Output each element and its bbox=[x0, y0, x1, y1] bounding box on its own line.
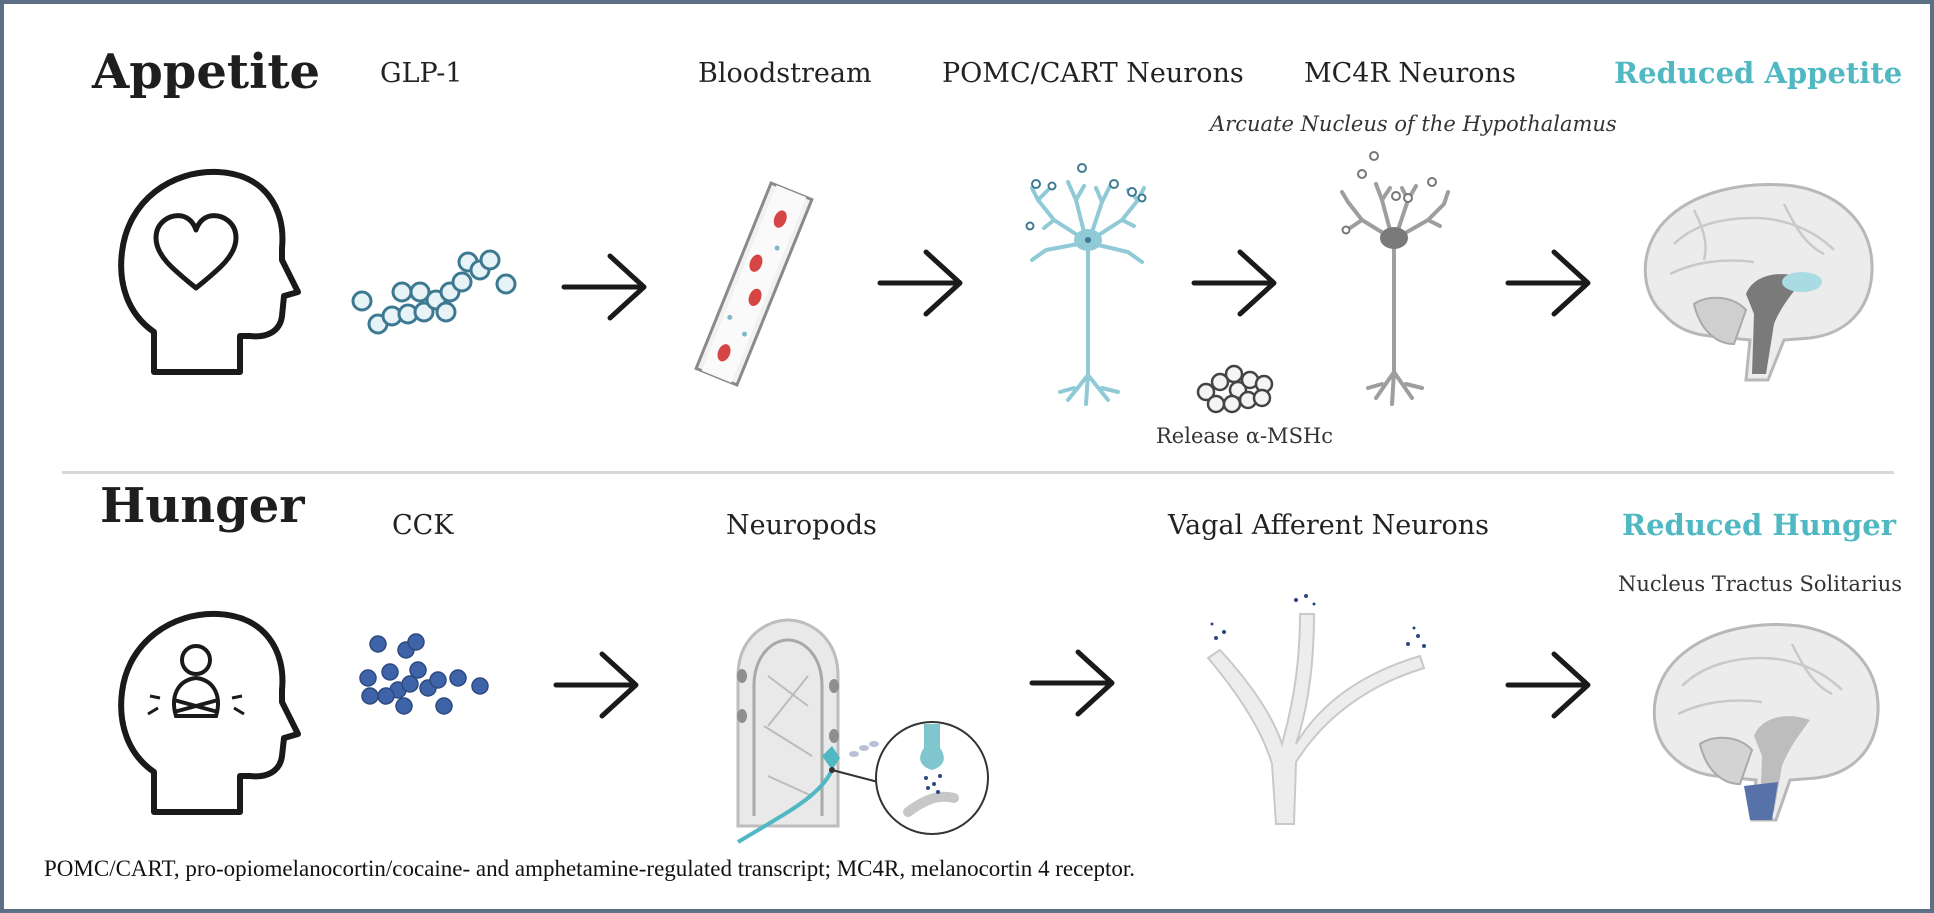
vagal-neuron-icon bbox=[1206, 594, 1426, 825]
release-msh-label: Release α-MSHc bbox=[1156, 424, 1334, 448]
cck-molecule-icon bbox=[359, 633, 489, 715]
label-mc4r: MC4R Neurons bbox=[1304, 58, 1516, 89]
appetite-title: Appetite bbox=[92, 44, 321, 100]
hunger-title: Hunger bbox=[100, 478, 305, 534]
arrow-right-icon bbox=[1029, 649, 1115, 717]
neuropod-icon bbox=[736, 618, 989, 844]
outcome-reduced-appetite: Reduced Appetite bbox=[1614, 56, 1903, 90]
label-glp1: GLP-1 bbox=[380, 58, 463, 89]
label-bloodstream: Bloodstream bbox=[698, 58, 872, 89]
brain-icon bbox=[1643, 183, 1874, 382]
label-neuropods: Neuropods bbox=[726, 510, 877, 541]
outcome-reduced-hunger: Reduced Hunger bbox=[1622, 508, 1896, 542]
arrow-right-icon bbox=[1505, 249, 1591, 317]
pomc-neuron-icon bbox=[1025, 163, 1147, 406]
footnote: POMC/CART, pro-opiomelanocortin/cocaine-… bbox=[44, 856, 1136, 881]
section-divider bbox=[62, 471, 1894, 474]
mc4r-neuron-icon bbox=[1340, 151, 1450, 406]
brain-icon bbox=[1652, 623, 1880, 822]
alpha-msh-molecule-icon bbox=[1196, 364, 1274, 414]
arrow-right-icon bbox=[877, 249, 963, 317]
label-vagal: Vagal Afferent Neurons bbox=[1168, 510, 1490, 541]
region-arcuate: Arcuate Nucleus of the Hypothalamus bbox=[1210, 112, 1617, 136]
arrow-right-icon bbox=[1191, 249, 1277, 317]
head-hunger-icon bbox=[118, 610, 301, 815]
glp1-molecule-icon bbox=[351, 249, 517, 335]
label-pomc-cart: POMC/CART Neurons bbox=[942, 58, 1244, 89]
head-heart-icon bbox=[118, 168, 301, 375]
region-nts: Nucleus Tractus Solitarius bbox=[1618, 572, 1903, 596]
arrow-right-icon bbox=[1505, 651, 1591, 719]
arrow-right-icon bbox=[553, 651, 639, 719]
arrow-right-icon bbox=[561, 253, 647, 321]
blood-vessel-icon bbox=[694, 181, 814, 387]
label-cck: CCK bbox=[392, 510, 454, 541]
